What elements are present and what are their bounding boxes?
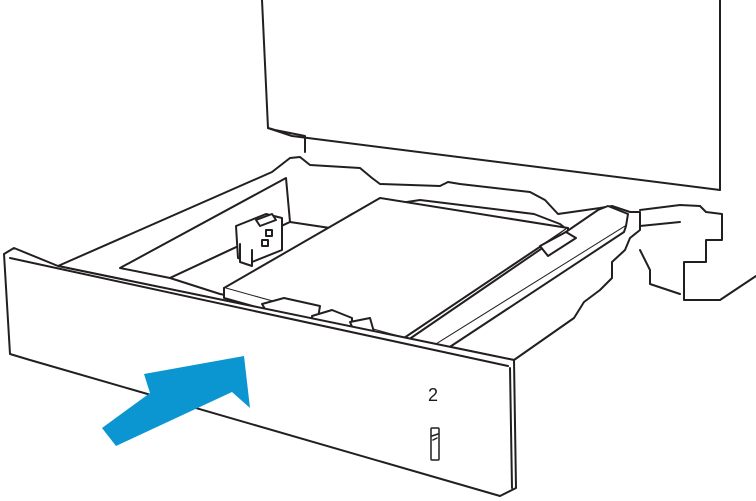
paper-level-indicator-icon (430, 427, 440, 461)
arrow-push-icon (102, 356, 250, 446)
tray-number-label: 2 (428, 385, 438, 405)
printer-body (261, 0, 756, 301)
tray-front-panel (3, 247, 517, 497)
left-paper-guide (235, 213, 283, 267)
